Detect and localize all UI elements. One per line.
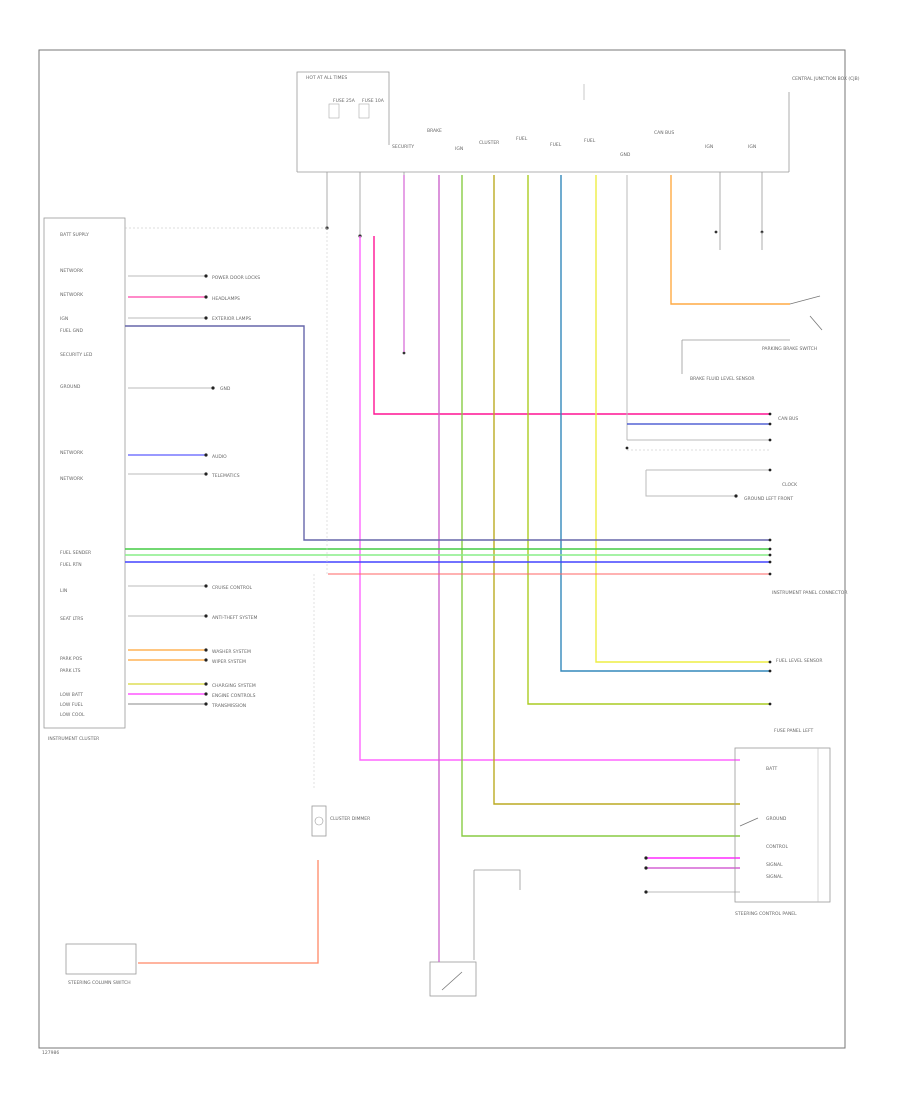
parking-brake-switch: PARKING BRAKE SWITCH BRAKE FLUID LEVEL S…	[690, 295, 823, 382]
ground-left-front-label: GROUND LEFT FRONT	[744, 496, 793, 502]
wire-yellowgreen-fuel	[527, 175, 770, 705]
svg-text:NETWORK: NETWORK	[60, 476, 84, 482]
ref-cruise-control: CRUISE CONTROL	[212, 585, 252, 591]
svg-text:BATT: BATT	[766, 766, 777, 772]
fuse-10a-label: FUSE 10A	[362, 98, 385, 104]
svg-text:IGN: IGN	[455, 146, 463, 152]
ref-washer: WASHER SYSTEM	[212, 649, 251, 655]
ref-transmission: TRANSMISSION	[211, 703, 246, 709]
wire-pink-can	[373, 236, 770, 415]
parking-brake-label: PARKING BRAKE SWITCH	[762, 346, 817, 352]
svg-text:IGN: IGN	[60, 316, 68, 322]
security-switch	[429, 880, 477, 997]
ref-anti-theft: ANTI-THEFT SYSTEM	[212, 615, 257, 621]
svg-text:GND: GND	[620, 152, 631, 158]
svg-text:SECURITY: SECURITY	[392, 144, 414, 150]
fuel-level-sensor-label: FUEL LEVEL SENSOR	[776, 658, 822, 664]
svg-text:CLUSTER: CLUSTER	[479, 140, 499, 146]
svg-text:LOW FUEL: LOW FUEL	[60, 702, 83, 708]
svg-text:IGN: IGN	[748, 144, 756, 150]
svg-text:FUEL RTN: FUEL RTN	[60, 562, 82, 568]
cluster-dimmer-label: CLUSTER DIMMER	[330, 816, 370, 822]
steering-control-panel: BATT GROUND CONTROL SIGNAL SIGNAL STEERI…	[734, 747, 831, 917]
svg-text:SECURITY LED: SECURITY LED	[60, 352, 93, 358]
svg-text:FUEL: FUEL	[550, 142, 562, 148]
central-junction-box: HOT AT ALL TIMES FUSE 25A FUSE 10A CENTR…	[296, 71, 860, 173]
diagram-border	[38, 49, 846, 1049]
svg-text:FUEL: FUEL	[516, 136, 528, 142]
can-bus-label: CAN BUS	[778, 416, 798, 422]
svg-text:FUEL SENDER: FUEL SENDER	[60, 550, 91, 556]
svg-text:LIN: LIN	[60, 588, 67, 594]
svg-text:FUEL: FUEL	[584, 138, 596, 144]
cjb-label: CENTRAL JUNCTION BOX (CJB)	[792, 76, 860, 82]
brake-fluid-label: BRAKE FLUID LEVEL SENSOR	[690, 376, 755, 382]
ref-headlamps: HEADLAMPS	[212, 296, 240, 302]
wire-yellow-cluster	[493, 175, 740, 805]
fuse-panel-left-label: FUSE PANEL LEFT	[774, 728, 814, 734]
svg-text:SEAT LTRS: SEAT LTRS	[60, 616, 83, 622]
fuse-25a-label: FUSE 25A	[333, 98, 356, 104]
svg-text:NETWORK: NETWORK	[60, 292, 84, 298]
steering-column-switch: STEERING COLUMN SWITCH	[65, 943, 137, 986]
instrument-panel-connector-label: INSTRUMENT PANEL CONNECTOR	[772, 590, 847, 596]
svg-text:PARK LTS: PARK LTS	[60, 668, 81, 674]
svg-text:NETWORK: NETWORK	[60, 450, 84, 456]
svg-text:CONTROL: CONTROL	[766, 844, 788, 850]
svg-text:FUEL GND: FUEL GND	[60, 328, 84, 334]
ref-power-door-locks: POWER DOOR LOCKS	[212, 275, 260, 281]
svg-text:SIGNAL: SIGNAL	[766, 874, 783, 880]
cluster-dimmer: CLUSTER DIMMER	[311, 805, 370, 837]
clock-label: CLOCK	[782, 482, 798, 488]
ref-wiper: WIPER SYSTEM	[212, 659, 246, 665]
wire-green-ign	[461, 175, 740, 837]
svg-text:IGN: IGN	[705, 144, 713, 150]
svg-text:BATT SUPPLY: BATT SUPPLY	[60, 232, 89, 238]
wire-olive-ign	[125, 325, 770, 541]
ref-exterior-lamps: EXTERIOR LAMPS	[212, 316, 251, 322]
svg-text:GROUND: GROUND	[60, 384, 81, 390]
wire-pink-batt	[359, 236, 740, 761]
svg-text:LOW BATT: LOW BATT	[60, 692, 83, 698]
steering-control-panel-label: STEERING CONTROL PANEL	[735, 911, 797, 917]
wire-orange-can	[670, 175, 790, 305]
wire-blue-fuel	[560, 175, 770, 672]
wires	[125, 175, 790, 964]
ref-telematics: TELEMATICS	[211, 473, 240, 479]
svg-text:NETWORK: NETWORK	[60, 268, 84, 274]
svg-text:LOW COOL: LOW COOL	[60, 712, 85, 718]
hot-at-all-times-label: HOT AT ALL TIMES	[306, 75, 347, 81]
ref-audio: AUDIO	[212, 454, 227, 460]
ref-charging: CHARGING SYSTEM	[212, 683, 256, 689]
wire-yellow-fuel	[595, 175, 770, 663]
svg-text:PARK POS: PARK POS	[60, 656, 82, 662]
steering-column-switch-label: STEERING COLUMN SWITCH	[68, 980, 131, 986]
svg-text:BRAKE: BRAKE	[427, 128, 442, 134]
svg-text:SIGNAL: SIGNAL	[766, 862, 783, 868]
svg-text:GROUND: GROUND	[766, 816, 787, 822]
footer-code: 127986	[42, 1050, 59, 1056]
wire-orange-dimmer	[138, 860, 319, 964]
cjb-pins	[326, 172, 763, 352]
ref-ground-distribution: GND	[220, 386, 231, 392]
instrument-cluster: INSTRUMENT CLUSTER BATT SUPPLY NETWORK N…	[43, 217, 327, 742]
instrument-cluster-label: INSTRUMENT CLUSTER	[48, 736, 99, 742]
ref-engine-controls: ENGINE CONTROLS	[212, 693, 256, 699]
svg-text:CAN BUS: CAN BUS	[654, 130, 674, 136]
